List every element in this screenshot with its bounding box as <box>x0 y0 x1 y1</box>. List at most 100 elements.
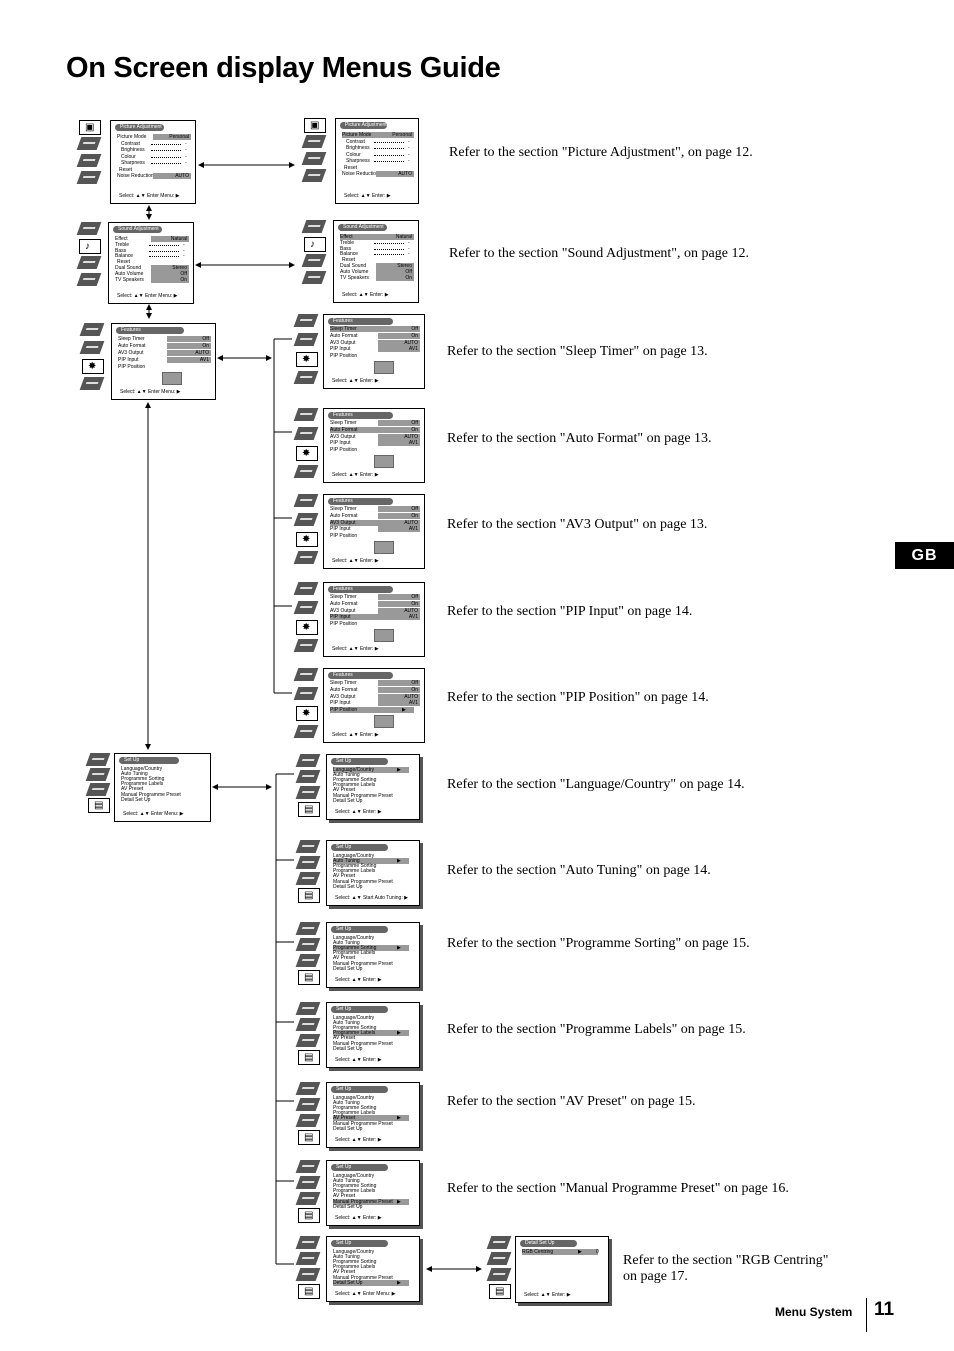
features-icon-stripe <box>301 791 315 793</box>
picture-icon <box>293 494 319 507</box>
picture-icon-stripe <box>301 1241 315 1243</box>
features-icon <box>76 256 102 269</box>
menu-item: AV3 Output <box>330 693 356 700</box>
menu-value: Off <box>151 270 189 277</box>
menu-item: Contrast <box>346 138 365 145</box>
menu-value: AV1 <box>378 700 420 707</box>
picture-icon-stripe <box>82 227 96 229</box>
selected-row-highlight <box>340 234 408 240</box>
slider-end: - <box>183 241 185 248</box>
slider-end: - <box>408 158 410 164</box>
slider-end: - <box>408 145 410 151</box>
menu-item: Manual Programme Preset <box>333 1274 393 1281</box>
menu-item: Colour <box>121 153 136 160</box>
picture-icon-stripe <box>299 673 313 675</box>
menu-item: Programme Sorting <box>333 1183 377 1190</box>
sound-icon <box>79 341 105 354</box>
menu-footer: Select: ▲▼ Enter Menu: ▶ <box>120 389 181 395</box>
menu-title: Sound Adjustment <box>113 226 162 233</box>
menu-item: Sleep Timer <box>118 336 145 342</box>
menu-item: Balance <box>340 251 359 258</box>
setup-icon: ▤ <box>298 1284 320 1299</box>
picture-icon <box>85 753 111 766</box>
setup-icon: ▤ <box>298 1208 320 1223</box>
picture-icon <box>295 1082 321 1095</box>
menu-item: Detail Set Up <box>333 1203 363 1210</box>
ref-auto-format: Refer to the section "Auto Format" on pa… <box>447 431 712 446</box>
menu-item: Programme Labels <box>333 868 376 875</box>
menu-footer: Select: ▲▼ Enter Menu: ▶ <box>119 193 180 199</box>
setup-icon <box>76 171 102 184</box>
sound-icon <box>76 137 102 150</box>
menu-icon-column: ▤ <box>295 1002 322 1066</box>
menu-title: Set Up <box>331 1240 388 1247</box>
picture-icon <box>301 220 327 233</box>
slider-track <box>374 154 404 156</box>
sound-icon-stripe <box>301 861 315 863</box>
menu-value: Off <box>378 680 420 686</box>
menu-icon-column: ♪ <box>301 220 328 288</box>
selected-row-highlight <box>522 1249 598 1255</box>
menu-value: On <box>378 512 420 519</box>
menu-item: Detail Set Up <box>121 796 151 803</box>
picture-icon <box>293 582 319 595</box>
sound-icon-stripe <box>492 1257 506 1259</box>
picture-icon <box>293 314 319 327</box>
picture-icon <box>295 840 321 853</box>
sound-icon-stripe <box>299 432 313 434</box>
picture-icon-stripe <box>299 499 313 501</box>
menu-item: Detail Set Up <box>333 797 363 804</box>
menu-title: Set Up <box>331 844 388 851</box>
menu-item: AV Preset <box>333 1193 356 1200</box>
menu-item: PIP Input <box>330 614 351 621</box>
menu-item: Auto Format <box>330 426 358 433</box>
menu-item: PIP Input <box>330 440 351 447</box>
features-icon <box>301 152 327 165</box>
setup-icon: ▤ <box>88 798 110 813</box>
menu-item: AV Preset <box>333 873 356 880</box>
menu-value: Natural <box>151 236 189 242</box>
pip-preview <box>374 629 394 642</box>
picture-icon-stripe <box>301 1007 315 1009</box>
slider-end: - <box>408 239 410 246</box>
selected-row-highlight <box>333 767 409 773</box>
slider-track <box>374 248 404 250</box>
menu-footer: Select: ▲▼ Enter: ▶ <box>524 1292 571 1298</box>
features-icon-stripe <box>91 788 105 790</box>
menu-item: Detail Set Up <box>333 1125 363 1132</box>
picture-icon: ▣ <box>304 118 326 133</box>
menu-item: Programme Labels <box>333 1188 376 1195</box>
picture-icon-glyph: ▣ <box>310 120 320 131</box>
sound-icon: ♪ <box>79 239 101 254</box>
slider-track <box>149 250 179 252</box>
menu-item: Programme Labels <box>333 1264 376 1271</box>
ref-rgb-centring: Refer to the section "RGB Centring"on pa… <box>623 1253 829 1284</box>
picture-icon-stripe <box>299 319 313 321</box>
menu-item: Noise Reduction <box>117 173 154 179</box>
menu-icon-column: ✸ <box>293 494 320 570</box>
menu-value: On <box>151 276 189 283</box>
ref-av-preset: Refer to the section "AV Preset" on page… <box>447 1094 696 1109</box>
features-icon-stripe <box>301 959 315 961</box>
menu-footer: Select: ▲▼ Enter: ▶ <box>335 1137 382 1143</box>
menu-item: Manual Programme Preset <box>333 1040 393 1047</box>
features-icon-stripe <box>301 1197 315 1199</box>
menu-item: Programme Sorting <box>333 1025 377 1032</box>
menu-footer: Select: ▲▼ Enter: ▶ <box>335 977 382 983</box>
features-icon <box>295 1114 321 1127</box>
submenu-arrow-icon: ▶ <box>397 945 401 952</box>
setup-icon-glyph: ▤ <box>304 1052 314 1063</box>
menu-item: Language/Country <box>333 1095 375 1101</box>
menu-item: Treble <box>340 239 354 246</box>
menu-item: Contrast <box>121 140 140 147</box>
menu-value: AUTO <box>378 693 420 700</box>
menu-title: Features <box>328 498 393 505</box>
slider-track <box>149 256 179 258</box>
menu-item: Programme Labels <box>333 1030 376 1037</box>
ref-programme-sorting: Refer to the section "Programme Sorting"… <box>447 936 750 951</box>
slider-track <box>151 163 181 164</box>
menu-item: AV3 Output <box>330 339 356 346</box>
sound-icon-glyph: ♪ <box>310 239 315 250</box>
menu-value: AUTO <box>378 607 420 614</box>
